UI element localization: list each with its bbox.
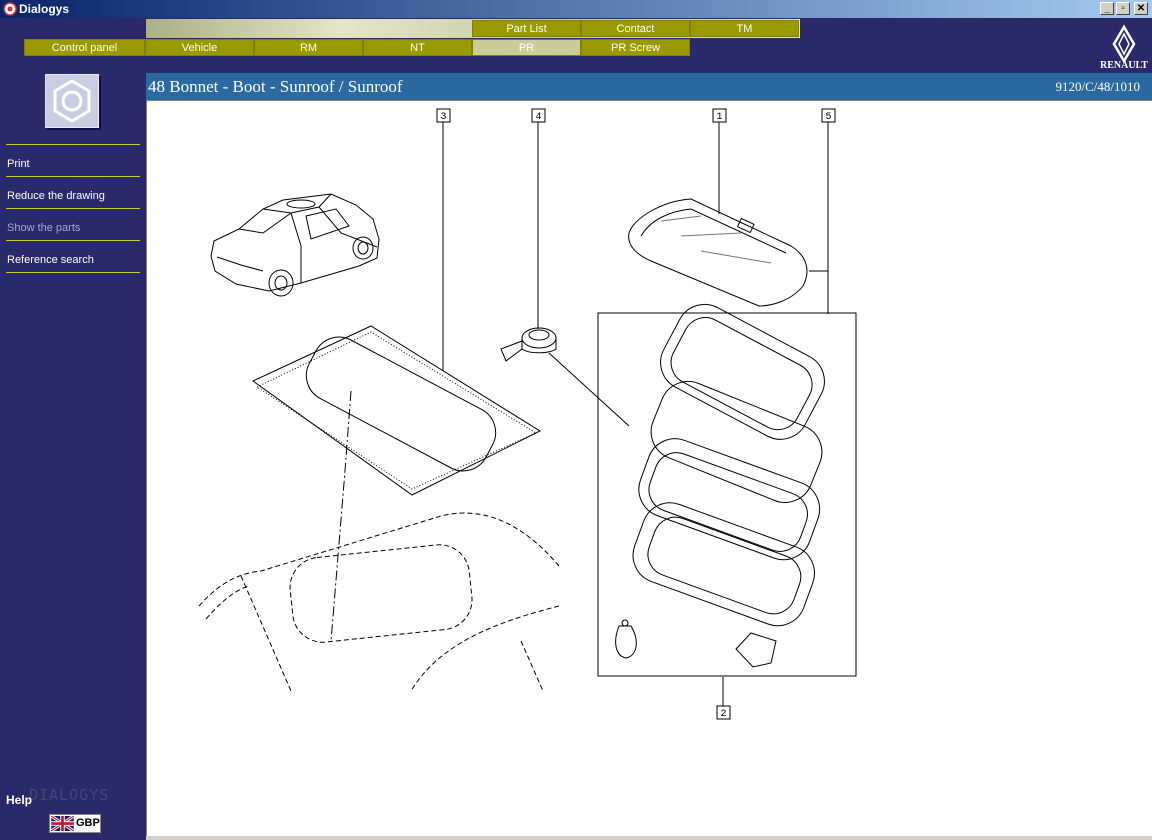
status-strip <box>146 836 1152 840</box>
renault-wordmark: RENAULT <box>1100 60 1148 70</box>
sunroof-frame-parts <box>615 303 825 668</box>
tab-pr[interactable]: PR <box>472 39 581 56</box>
hexagon-nut-icon <box>45 74 99 128</box>
tab-nt[interactable]: NT <box>363 39 472 56</box>
sidebar-divider <box>6 144 140 145</box>
callout-1: 1 <box>712 108 727 123</box>
window-title-bar: Dialogys _ ▫ ✕ <box>0 0 1152 18</box>
sidebar-divider <box>6 176 140 177</box>
callout-4: 4 <box>531 108 546 123</box>
sunroof-glass-part <box>628 198 808 307</box>
uk-flag-icon <box>51 816 74 831</box>
help-link[interactable]: Help <box>6 793 33 807</box>
sidebar-divider <box>6 272 140 273</box>
tab-vehicle[interactable]: Vehicle <box>145 39 254 56</box>
sidebar-item-reference-search[interactable]: Reference search <box>7 254 94 266</box>
dialogys-watermark: DIALOGYS <box>29 786 110 804</box>
page-title-bar: 48 Bonnet - Boot - Sunroof / Sunroof 912… <box>146 73 1152 100</box>
sidebar <box>0 73 146 840</box>
drawing-reference: 9120/C/48/1010 <box>1055 79 1140 94</box>
svg-text:3: 3 <box>440 112 446 123</box>
callout-3: 3 <box>436 108 451 123</box>
tab-part-list[interactable]: Part List <box>472 20 581 37</box>
sidebar-divider <box>6 208 140 209</box>
drawing-area[interactable]: 3 4 1 5 2 <box>146 100 1152 836</box>
window-title: Dialogys <box>19 2 70 16</box>
sidebar-item-show-parts[interactable]: Show the parts <box>7 222 81 234</box>
callout-2: 2 <box>716 705 731 720</box>
sidebar-divider <box>6 240 140 241</box>
tab-pr-screw[interactable]: PR Screw <box>581 39 690 56</box>
tab-rm[interactable]: RM <box>254 39 363 56</box>
sidebar-item-print[interactable]: Print <box>7 158 30 170</box>
close-button[interactable]: ✕ <box>1134 2 1148 15</box>
app-icon <box>3 2 17 16</box>
tab-control-panel[interactable]: Control panel <box>24 39 145 56</box>
currency-selector[interactable]: GBP <box>49 814 101 833</box>
roof-outline <box>198 512 560 692</box>
minimize-button[interactable]: _ <box>1100 2 1114 15</box>
renault-logo: RENAULT <box>1100 24 1148 70</box>
headliner-panel <box>252 325 542 642</box>
maximize-button[interactable]: ▫ <box>1116 2 1130 15</box>
tab-tm[interactable]: TM <box>690 20 799 37</box>
parts-drawing: 3 4 1 5 2 <box>198 108 857 720</box>
page-title: 48 Bonnet - Boot - Sunroof / Sunroof <box>148 77 403 96</box>
svg-text:1: 1 <box>716 112 722 123</box>
currency-label: GBP <box>76 817 100 829</box>
svg-text:4: 4 <box>535 112 541 123</box>
callout-5: 5 <box>821 108 836 123</box>
svg-text:2: 2 <box>720 709 726 720</box>
sidebar-item-reduce-drawing[interactable]: Reduce the drawing <box>7 190 105 202</box>
tab-contact[interactable]: Contact <box>581 20 690 37</box>
frame-kit-box <box>597 312 857 677</box>
seal-roll-part <box>500 327 557 362</box>
car-illustration <box>210 193 380 297</box>
svg-text:5: 5 <box>825 112 831 123</box>
